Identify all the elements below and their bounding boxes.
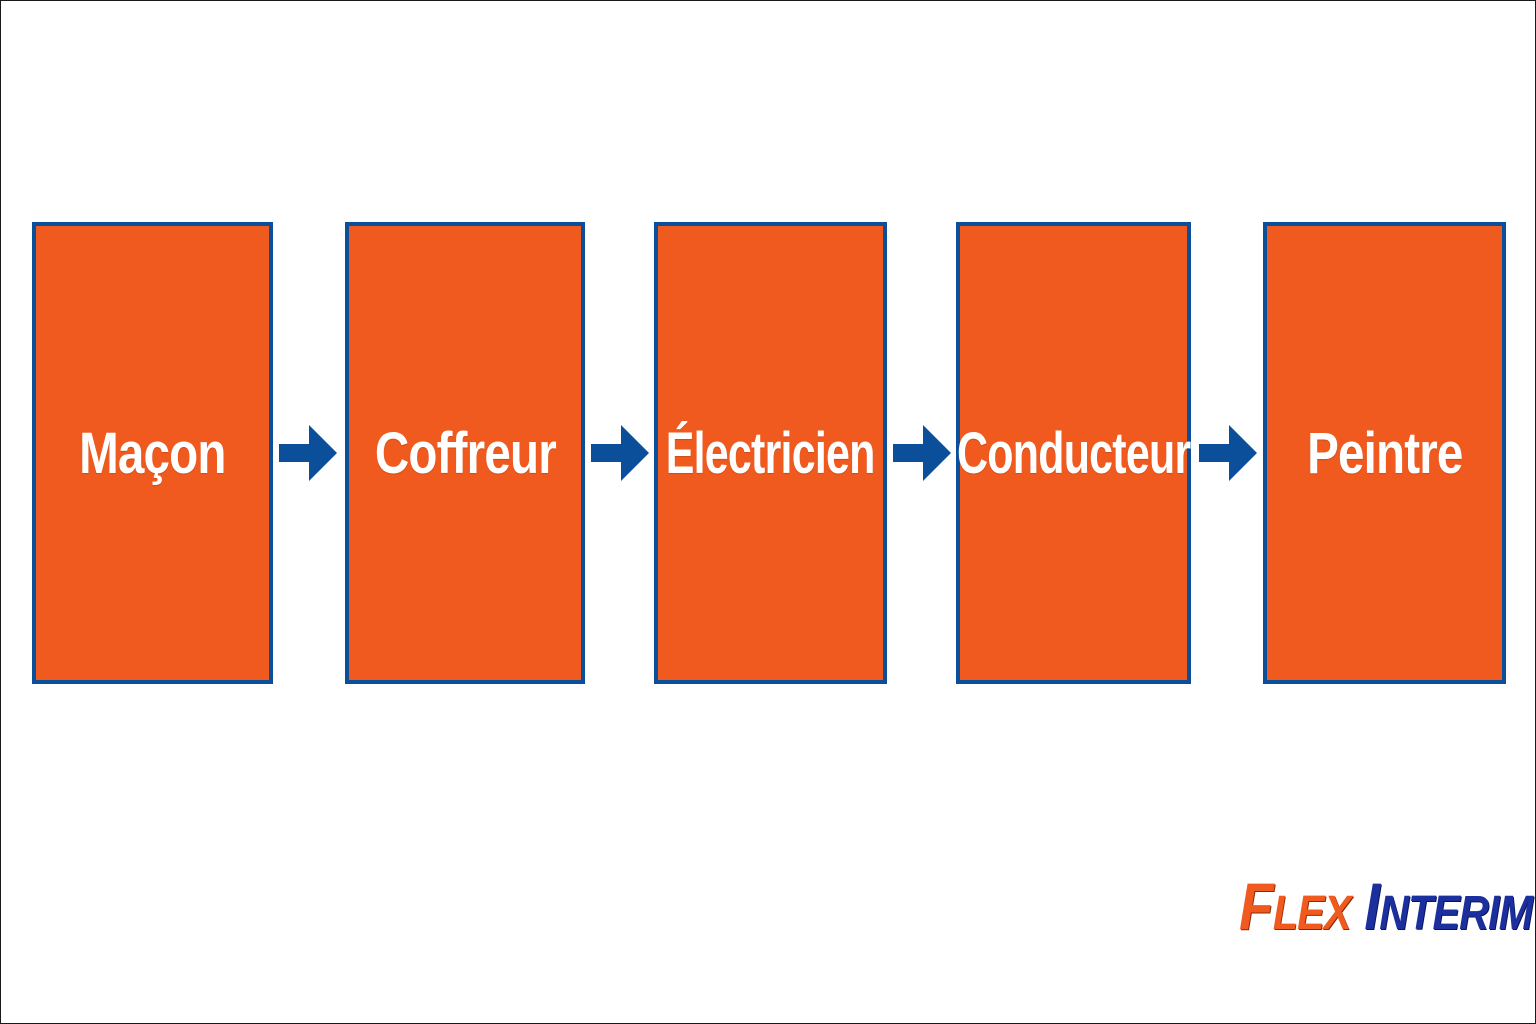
arrow-right-icon xyxy=(279,425,337,481)
step-label: Peintre xyxy=(1306,420,1463,486)
step-box-electricien: Électricien xyxy=(654,222,887,684)
step-box-coffreur: Coffreur xyxy=(345,222,585,684)
step-label: Électricien xyxy=(666,420,876,486)
step-box-peintre: Peintre xyxy=(1263,222,1506,684)
step-label: Maçon xyxy=(79,420,226,486)
step-label: Conducteur xyxy=(956,420,1191,486)
arrow-right-icon xyxy=(1199,425,1257,481)
arrow-right-icon xyxy=(893,425,951,481)
arrow-right-icon xyxy=(591,425,649,481)
step-label: Coffreur xyxy=(374,420,556,486)
step-box-macon: Maçon xyxy=(32,222,273,684)
step-box-conducteur: Conducteur xyxy=(956,222,1191,684)
